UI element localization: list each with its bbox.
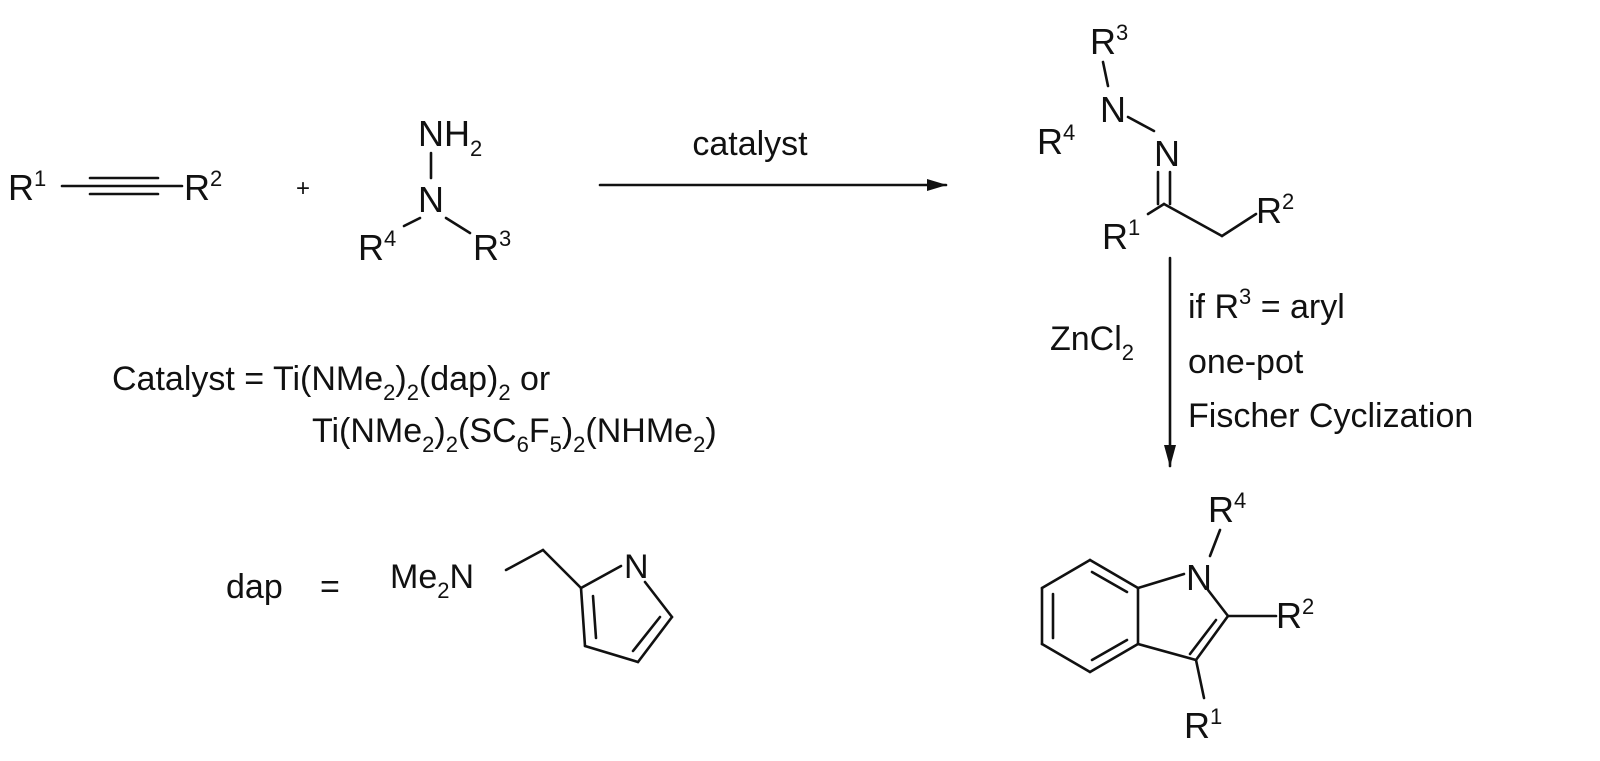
indole-n-r4-bond <box>1208 528 1222 558</box>
benzene-bond-4 <box>1040 642 1092 674</box>
indole-c2-c3-inner-bond <box>1188 618 1218 656</box>
hydrazone-imine-n-label: N <box>1154 133 1180 174</box>
condition-fischer: Fischer Cyclization <box>1188 397 1473 435</box>
indole-r4-label: R4 <box>1208 488 1246 530</box>
pyrrole-c4-c3-bond <box>583 644 640 664</box>
hydrazine-nh2-label: NH2 <box>418 113 482 161</box>
hydrazine-n-label: N <box>418 179 444 220</box>
catalyst-definition: Catalyst = Ti(NMe2)2(dap)2 or Ti(NMe2)2(… <box>112 360 717 457</box>
indole-r1-label: R1 <box>1184 704 1222 746</box>
hydrazine-r3-label: R3 <box>473 226 511 268</box>
condition-aryl: if R3 = aryl <box>1188 284 1345 326</box>
catalyst-arrow: catalyst <box>598 125 948 191</box>
pyrrole-c3-c2-inner-bond <box>591 594 598 640</box>
alkyne-r1-label: R1 <box>8 166 46 208</box>
indole-c2-c3-bond <box>1194 614 1230 662</box>
pyrrole-n-c5-bond <box>643 580 674 619</box>
hydrazone-r4-label: R4 <box>1037 120 1075 162</box>
hydrazone-r1-label: R1 <box>1102 215 1140 257</box>
benzene-bond-3 <box>1088 642 1140 674</box>
hydrazone-c-r1-bond <box>1146 202 1166 216</box>
pyrrole-c2-n-bond <box>579 564 623 590</box>
zncl2-reagent: ZnCl2 <box>1050 320 1134 365</box>
hydrazine-n-r3-bond <box>444 216 472 235</box>
arrow-label: catalyst <box>692 125 808 163</box>
hydrazone-r3-label: R3 <box>1090 20 1128 62</box>
pyrrole-c5-c4-bond <box>636 615 674 664</box>
hydrazine-r4-label: R4 <box>358 226 396 268</box>
hydrazone-c-ch2-bond <box>1162 202 1224 238</box>
dap-ch2-ring-bond <box>541 548 583 590</box>
indole-product: R4 N R2 R1 <box>1040 488 1314 746</box>
dap-definition: dap = Me2N N <box>226 548 674 664</box>
dap-n-ch2-bond <box>504 548 545 572</box>
hydrazine-reactant: NH2 N R4 R3 <box>358 113 511 268</box>
hydrazine-n-r4-bond <box>402 216 422 228</box>
hydrazone-amine-n-label: N <box>1100 89 1126 130</box>
hydrazone-nn-bond <box>1126 115 1156 133</box>
condition-one-pot: one-pot <box>1188 343 1304 381</box>
hydrazone-n-r3-bond <box>1101 60 1110 88</box>
plus-sign: + <box>296 175 310 202</box>
dap-label: dap <box>226 568 283 606</box>
pyrrole-c5-c4-inner-bond <box>631 615 662 653</box>
hydrazone-product: R3 R4 N N R1 R2 <box>1037 20 1294 257</box>
hydrazone-r2-label: R2 <box>1256 189 1294 231</box>
catalyst-line-2: Ti(NMe2)2(SC6F5)2(NHMe2) <box>312 412 717 457</box>
benzene-inner-bond-a <box>1090 570 1129 594</box>
dap-equals: = <box>320 568 340 606</box>
catalyst-line-1: Catalyst = Ti(NMe2)2(dap)2 or <box>112 360 550 405</box>
benzene-bond-1 <box>1088 558 1140 590</box>
pyrrole-c3-c2-bond <box>579 586 587 648</box>
cyclization-arrow: ZnCl2 if R3 = aryl one-pot Fischer Cycli… <box>1050 256 1473 468</box>
benzene-bond-6 <box>1040 558 1092 590</box>
dap-ring-n-label: N <box>624 548 649 586</box>
dap-nme2-label: Me2N <box>390 558 474 603</box>
indole-c7a-n-bond <box>1136 572 1186 590</box>
indole-r2-label: R2 <box>1276 594 1314 636</box>
alkyne-r2-label: R2 <box>184 166 222 208</box>
benzene-inner-bond-b <box>1090 638 1129 662</box>
alkyne-reactant: R1 R2 <box>8 166 222 208</box>
indole-n-c2-bond <box>1206 588 1230 618</box>
hydrazone-ch2-r2-bond <box>1220 212 1258 238</box>
indole-c3-c3a-bond <box>1136 642 1198 662</box>
indole-c3-r1-bond <box>1194 658 1206 700</box>
